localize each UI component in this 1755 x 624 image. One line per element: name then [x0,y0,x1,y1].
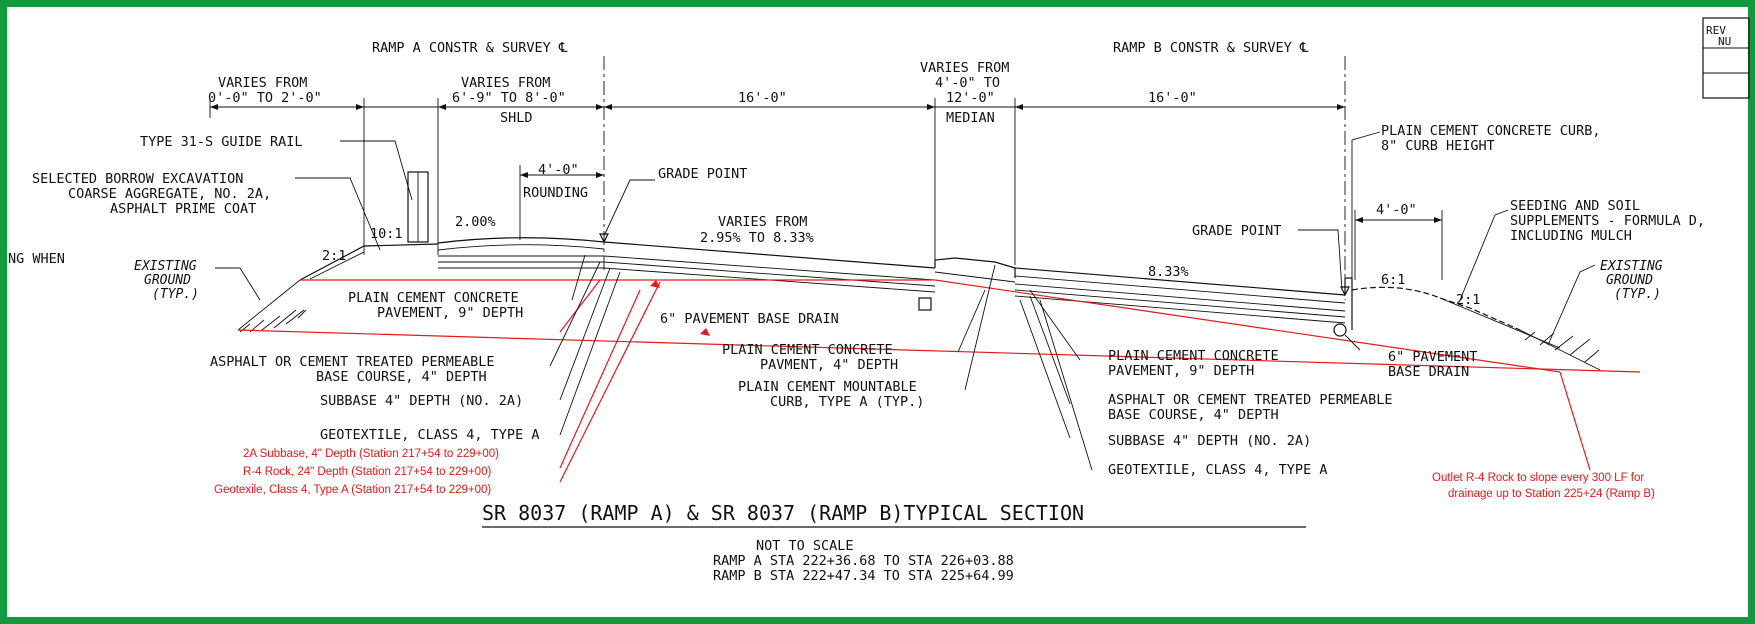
borrow-label-line2: COARSE AGGREGATE, NO. 2A, [68,186,271,202]
existing-ground-left-2: GROUND [144,273,191,288]
base-drain-a-label: 6" PAVEMENT BASE DRAIN [660,311,839,327]
right-slope-ratio-1: 6:1 [1381,272,1405,288]
existing-ground-right-hatch [1519,329,1601,371]
section-title: SR 8037 (RAMP A) & SR 8037 (RAMP B)TYPIC… [482,501,1084,525]
top-dimension-line [209,98,1345,265]
permeable-b-label-line1: ASPHALT OR CEMENT TREATED PERMEABLE [1108,392,1392,408]
base-drain-b-label-line1: 6" PAVEMENT [1388,349,1477,365]
leader-lines [215,131,1596,471]
grade-point-a-label: GRADE POINT [658,166,747,182]
base-drain-b-label-line2: BASE DRAIN [1388,364,1469,380]
permeable-a-label-line1: ASPHALT OR CEMENT TREATED PERMEABLE [210,354,494,370]
rounding-dimension [519,165,604,240]
existing-ground-right-2: GROUND [1606,273,1653,288]
pcc-b-label-line1: PLAIN CEMENT CONCRETE [1108,348,1279,364]
guide-rail-label: TYPE 31-S GUIDE RAIL [140,134,303,150]
subbase-a-label: SUBBASE 4" DEPTH (NO. 2A) [320,393,523,409]
curb-b-label-line1: PLAIN CEMENT CONCRETE CURB, [1381,123,1600,139]
seeding-label-line1: SEEDING AND SOIL [1510,198,1640,214]
lane-a-width: 16'-0" [738,90,787,106]
permeable-a-label-line2: BASE COURSE, 4" DEPTH [316,369,487,385]
pcc-median-label-line2: PAVMENT, 4" DEPTH [760,357,898,373]
annotation-r4-rock: R-4 Rock, 24" Depth (Station 217+54 to 2… [243,466,491,478]
geotextile-b-label: GEOTEXTILE, CLASS 4, TYPE A [1108,462,1327,478]
existing-ground-left-1: EXISTING [134,259,197,274]
curb-median-label-line2: CURB, TYPE A (TYP.) [770,394,924,410]
borrow-label-line3: ASPHALT PRIME COAT [110,201,256,217]
pcc-a-label-line2: PAVEMENT, 9" DEPTH [377,305,523,321]
shoulder-dim-line1: VARIES FROM [461,75,550,91]
annotation-outlet-line2: drainage up to Station 225+24 (Ramp B) [1448,488,1655,500]
median-dim-line2: 4'-0" TO [935,75,1000,91]
lane-b-width: 16'-0" [1148,90,1197,106]
shoulder-slope-pct: 2.00% [455,214,496,230]
lane-a-slope-line2: 2.95% TO 8.33% [700,230,814,246]
borrow-label-line1: SELECTED BORROW EXCAVATION [32,171,243,187]
existing-ground-right-3: (TYP.) [1614,287,1661,302]
curb-b-label-line2: 8" CURB HEIGHT [1381,138,1495,154]
rounding-label: ROUNDING [523,185,588,201]
left-slope-dim-line2: 0'-0" TO 2'-0" [208,90,322,106]
existing-ground-left-3: (TYP.) [152,287,199,302]
pavement-section [299,171,1561,349]
lane-a-slope-line1: VARIES FROM [718,214,807,230]
annotation-geotextile: Geotexile, Class 4, Type A (Station 217+… [214,484,491,496]
pcc-a-label-line1: PLAIN CEMENT CONCRETE [348,290,519,306]
ramp-a-centerline-label: RAMP A CONSTR & SURVEY ℄ [372,40,568,56]
scale-note: NOT TO SCALE [756,538,854,554]
shoulder-dim-label: SHLD [500,110,533,126]
existing-ground-left-hatch [237,279,307,333]
right-slope-ratio-2: 2:1 [1456,292,1480,308]
right-offset-width: 4'-0" [1376,202,1417,218]
left-slope-dim-line1: VARIES FROM [218,75,307,91]
permeable-b-label-line2: BASE COURSE, 4" DEPTH [1108,407,1279,423]
median-dim-line3: 12'-0" [946,90,995,106]
shoulder-dim-line2: 6'-9" TO 8'-0" [452,90,566,106]
revision-box: REV NU [1702,17,1750,99]
lane-b-slope-pct: 8.33% [1148,264,1189,280]
revision-label: REV [1706,24,1726,37]
seeding-label-line3: INCLUDING MULCH [1510,228,1632,244]
curb-median-label-line1: PLAIN CEMENT MOUNTABLE [738,379,917,395]
pcc-b-label-line2: PAVEMENT, 9" DEPTH [1108,363,1254,379]
cut-off-note: NG WHEN [8,251,65,267]
revision-number-label: NU [1718,35,1731,48]
seeding-label-line2: SUPPLEMENTS - FORMULA D, [1510,213,1705,229]
geotextile-a-label: GEOTEXTILE, CLASS 4, TYPE A [320,427,539,443]
subbase-b-label: SUBBASE 4" DEPTH (NO. 2A) [1108,433,1311,449]
median-dim-line1: VARIES FROM [920,60,1009,76]
right-offset-dimension [1354,210,1443,280]
rounding-width: 4'-0" [538,162,579,178]
annotation-outlet-line1: Outlet R-4 Rock to slope every 300 LF fo… [1432,472,1644,484]
grade-point-b-label: GRADE POINT [1192,223,1281,239]
existing-ground-right-1: EXISTING [1600,259,1663,274]
pcc-median-label-line1: PLAIN CEMENT CONCRETE [722,342,893,358]
ramp-b-station-range: RAMP B STA 222+47.34 TO STA 225+64.99 [713,568,1014,584]
median-dim-label: MEDIAN [946,110,995,126]
ramp-a-station-range: RAMP A STA 222+36.68 TO STA 226+03.88 [713,553,1014,569]
guiderail-slope-ratio: 10:1 [370,226,403,242]
annotation-2a-subbase: 2A Subbase, 4" Depth (Station 217+54 to … [243,448,499,460]
ramp-b-centerline-label: RAMP B CONSTR & SURVEY ℄ [1113,40,1309,56]
left-slope-ratio: 2:1 [322,248,346,264]
